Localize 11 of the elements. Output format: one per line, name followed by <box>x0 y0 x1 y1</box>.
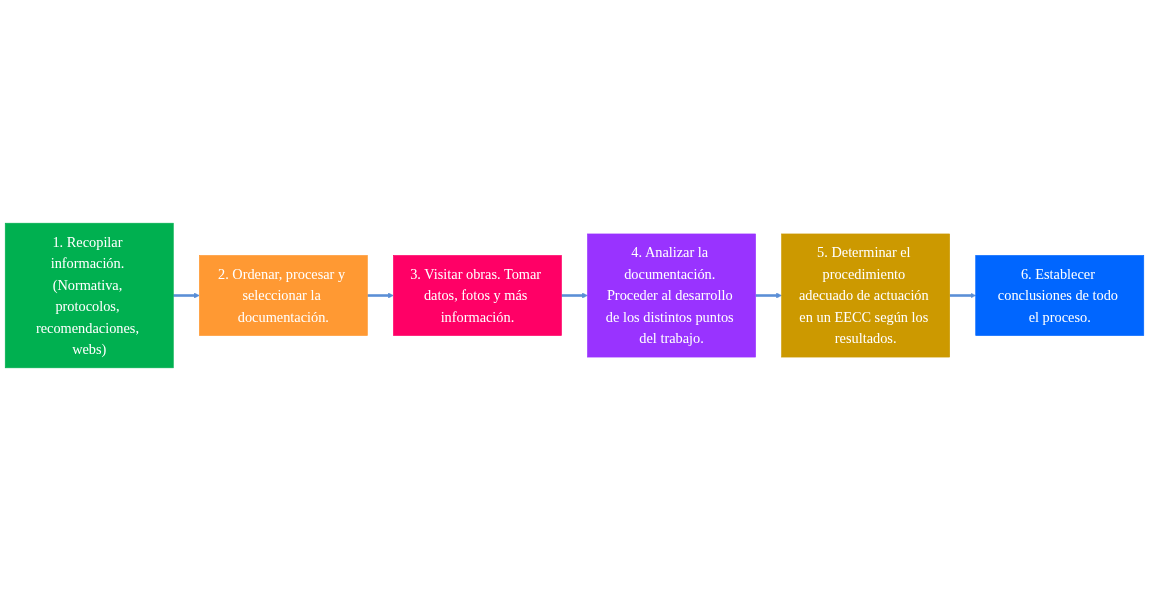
arrow <box>561 293 588 299</box>
arrow <box>755 293 782 299</box>
arrow <box>173 293 200 299</box>
arrow <box>367 293 394 299</box>
node-box: 2. Ordenar, procesar y seleccionar la documentación. <box>199 255 368 337</box>
node-box: 6. Establecer conclusiones de todo el proceso. <box>975 255 1145 337</box>
node-box: 1. Recopilar información. (Normativa, protocolos, recomendaciones, webs) <box>4 223 174 369</box>
node-box: 3. Visitar obras. Tomar datos, fotos y más información. <box>393 255 562 337</box>
node-box: 4. Analizar la documentación. Proceder al desarrollo de los distintos puntos del trabajo. <box>587 234 756 358</box>
arrow <box>949 293 976 299</box>
node-box: 5. Determinar el procedimiento adecuado de actuación en un EECC según los resultados. <box>781 234 950 358</box>
